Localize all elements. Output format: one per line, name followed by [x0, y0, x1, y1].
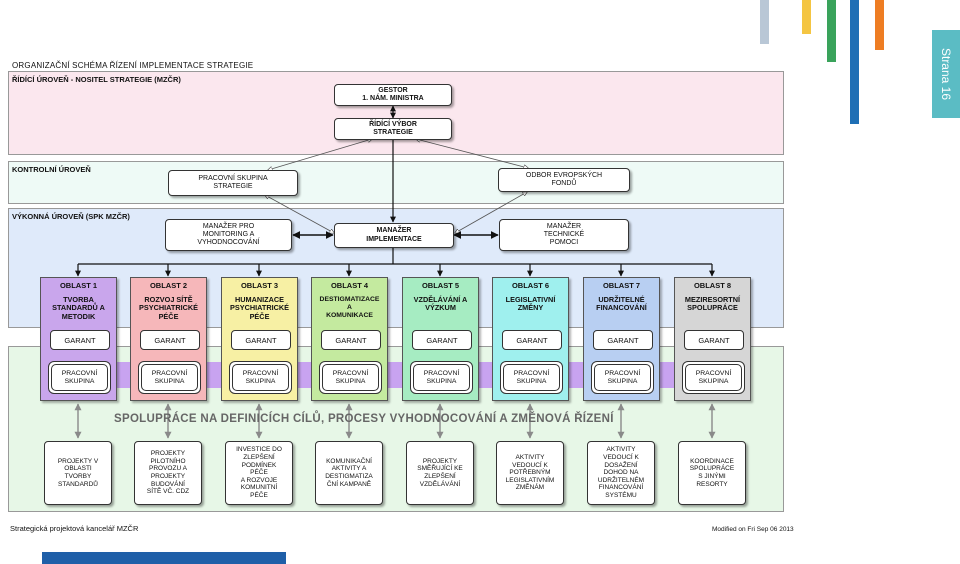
- area-column-8: OBLAST 8 MEZIRESORTNÍ SPOLUPRÁCE GARANT …: [674, 277, 751, 401]
- area-name: ROZVOJ SÍTĚ PSYCHIATRICKÉ PÉČE: [138, 295, 199, 321]
- node-manazer-implementace: MANAŽER IMPLEMENTACE: [334, 223, 454, 248]
- project-box-4: KOMUNIKAČNÍ AKTIVITY A DESTIGMATIZA ČNÍ …: [315, 441, 383, 505]
- garant-box: GARANT: [140, 330, 200, 350]
- area-head: OBLAST 8: [693, 281, 732, 290]
- node-odbor-evropskych-fondu: ODBOR EVROPSKÝCH FONDŮ: [498, 168, 630, 192]
- project-box-2: PROJEKTY PILOTNÍHO PROVOZU A PROJEKTY BU…: [134, 441, 202, 505]
- node-pracovni-skupina-strategie: PRACOVNÍ SKUPINA STRATEGIE: [168, 170, 298, 196]
- decor-bar-2: [802, 0, 811, 34]
- pracovni-skupina-box: PRACOVNÍ SKUPINA: [229, 361, 292, 394]
- garant-box: GARANT: [321, 330, 381, 350]
- area-column-6: OBLAST 6 LEGISLATIVNÍ ZMĚNY GARANT PRACO…: [492, 277, 569, 401]
- pracovni-skupina-box: PRACOVNÍ SKUPINA: [138, 361, 201, 394]
- band-kontrolni: [8, 161, 784, 204]
- bottom-blue-strip: [42, 552, 286, 564]
- garant-box: GARANT: [593, 330, 653, 350]
- garant-box: GARANT: [231, 330, 291, 350]
- project-box-6: AKTIVITY VEDOUCÍ K POTŘEBNÝM LEGISLATIVN…: [496, 441, 564, 505]
- area-column-1: OBLAST 1 TVORBA STANDARDŮ A METODIK GARA…: [40, 277, 117, 401]
- node-gestor: GESTOR 1. NÁM. MINISTRA: [334, 84, 452, 106]
- pracovni-skupina-box: PRACOVNÍ SKUPINA: [48, 361, 111, 394]
- project-box-7: AKTIVITY VEDOUCÍ K DOSAŽENÍ DOHOD NA UDR…: [587, 441, 655, 505]
- area-name: HUMANIZACE PSYCHIATRICKÉ PÉČE: [229, 295, 290, 321]
- area-name: TVORBA STANDARDŮ A METODIK: [52, 295, 105, 321]
- area-column-4: OBLAST 4 DESTIGMATIZACE A KOMUNIKACE GAR…: [311, 277, 388, 401]
- diagram-title: ORGANIZAČNÍ SCHÉMA ŘÍZENÍ IMPLEMENTACE S…: [12, 61, 254, 70]
- level-label-ridici: ŘÍDÍCÍ ÚROVEŇ - NOSITEL STRATEGIE (MZČR): [12, 75, 181, 84]
- footer-modified-date: Modified on Fri Sep 06 2013: [712, 526, 794, 533]
- area-column-7: OBLAST 7 UDRŽITELNÉ FINANCOVÁNÍ GARANT P…: [583, 277, 660, 401]
- spoluprace-banner: SPOLUPRÁCE NA DEFINICÍCH CÍLŮ, PROCESY V…: [114, 413, 614, 425]
- project-box-3: INVESTICE DO ZLEPŠENÍ PODMÍNEK PÉČE A RO…: [225, 441, 293, 505]
- project-box-1: PROJEKTY V OBLASTI TVORBY STANDARDŮ: [44, 441, 112, 505]
- decor-bar-5: [875, 0, 884, 50]
- project-box-8: KOORDINACE SPOLUPRÁCE S JINÝMI RESORTY: [678, 441, 746, 505]
- area-head: OBLAST 6: [511, 281, 550, 290]
- area-column-5: OBLAST 5 VZDĚLÁVÁNÍ A VÝZKUM GARANT PRAC…: [402, 277, 479, 401]
- level-label-kontrolni: KONTROLNÍ ÚROVEŇ: [12, 165, 91, 174]
- garant-box: GARANT: [50, 330, 110, 350]
- decor-bar-4: [850, 0, 859, 124]
- project-box-5: PROJEKTY SMĚŘUJÍCÍ KE ZLEPŠENÍ VZDĚLÁVÁN…: [406, 441, 474, 505]
- pracovni-skupina-box: PRACOVNÍ SKUPINA: [319, 361, 382, 394]
- area-name: MEZIRESORTNÍ SPOLUPRÁCE: [684, 295, 741, 313]
- pracovni-skupina-box: PRACOVNÍ SKUPINA: [591, 361, 654, 394]
- area-head: OBLAST 4: [330, 281, 369, 290]
- node-ridici-vybor: ŘÍDÍCÍ VÝBOR STRATEGIE: [334, 118, 452, 140]
- area-head: OBLAST 3: [240, 281, 279, 290]
- area-head: OBLAST 5: [421, 281, 460, 290]
- pracovni-skupina-box: PRACOVNÍ SKUPINA: [410, 361, 473, 394]
- node-manazer-monitoring: MANAŽER PRO MONITORING A VYHODNOCOVÁNÍ: [165, 219, 292, 251]
- node-manazer-technicke-pomoci: MANAŽER TECHNICKÉ POMOCI: [499, 219, 629, 251]
- area-head: OBLAST 1: [59, 281, 98, 290]
- decor-bar-1: [760, 0, 769, 44]
- garant-box: GARANT: [502, 330, 562, 350]
- garant-box: GARANT: [412, 330, 472, 350]
- area-column-2: OBLAST 2 ROZVOJ SÍTĚ PSYCHIATRICKÉ PÉČE …: [130, 277, 207, 401]
- page-number-tab: Strana 16: [932, 30, 960, 118]
- garant-box: GARANT: [684, 330, 744, 350]
- area-head: OBLAST 2: [149, 281, 188, 290]
- footer-organization: Strategická projektová kancelář MZČR: [10, 524, 139, 533]
- area-name: DESTIGMATIZACE A KOMUNIKACE: [319, 296, 380, 319]
- area-head: OBLAST 7: [602, 281, 641, 290]
- area-name: UDRŽITELNÉ FINANCOVÁNÍ: [596, 295, 647, 313]
- area-column-3: OBLAST 3 HUMANIZACE PSYCHIATRICKÉ PÉČE G…: [221, 277, 298, 401]
- pracovni-skupina-box: PRACOVNÍ SKUPINA: [682, 361, 745, 394]
- area-name: LEGISLATIVNÍ ZMĚNY: [505, 295, 556, 313]
- level-label-vykonna: VÝKONNÁ ÚROVEŇ (SPK MZČR): [12, 212, 130, 221]
- area-name: VZDĚLÁVÁNÍ A VÝZKUM: [413, 295, 468, 313]
- pracovni-skupina-box: PRACOVNÍ SKUPINA: [500, 361, 563, 394]
- decor-bar-3: [827, 0, 836, 62]
